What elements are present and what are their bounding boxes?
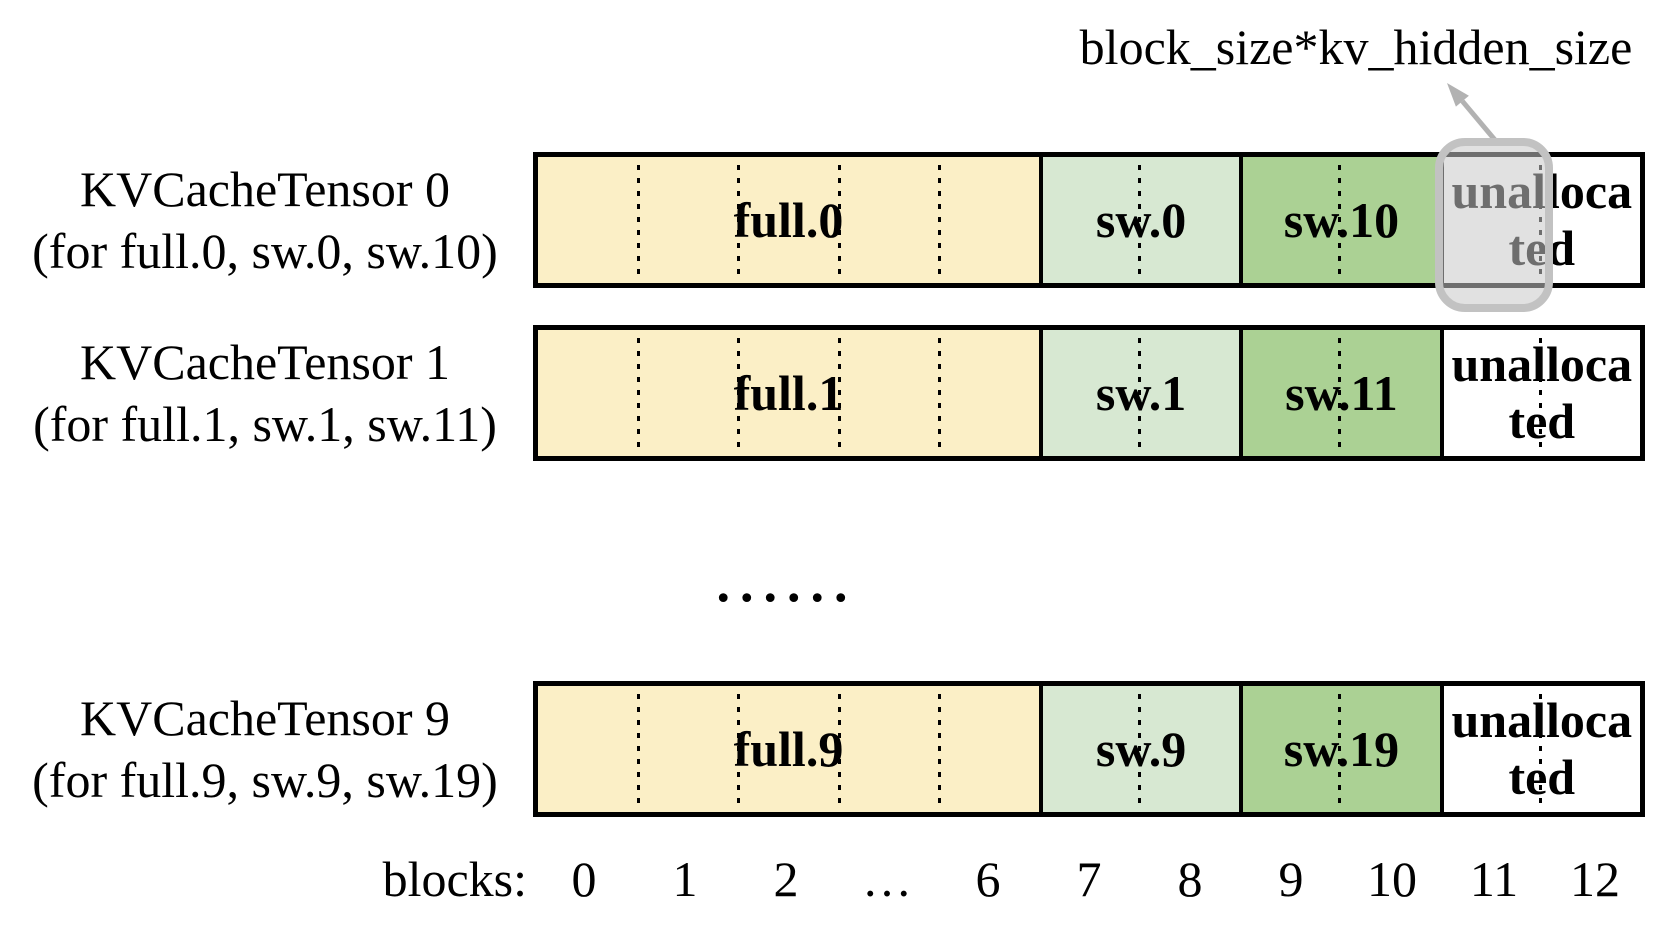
segment-label: unallocated [1451,692,1633,805]
segment-full: full.0 [538,157,1039,283]
axis-tick: 11 [1469,851,1519,907]
axis-tick: 6 [975,851,1001,907]
kv-cache-tensor-bar-9: full.9 sw.9 sw.19 unallocated [533,681,1645,817]
axis-tick: 10 [1367,851,1417,907]
axis-tick: 2 [773,851,799,907]
row-subtitle: (for full.9, sw.9, sw.19) [32,752,498,808]
axis-tick: … [862,851,912,907]
segment-sliding-window-light: sw.0 [1038,157,1240,283]
segment-sliding-window-dark: sw.11 [1239,330,1440,456]
blocks-axis-label: blocks: [382,851,527,907]
segment-label: unallocated [1451,336,1633,449]
segment-sliding-window-light: sw.1 [1038,330,1240,456]
segment-sliding-window-dark: sw.10 [1239,157,1440,283]
axis-tick: 1 [672,851,698,907]
segment-full: full.1 [538,330,1039,456]
row-subtitle: (for full.0, sw.0, sw.10) [32,223,498,279]
segment-label: sw.11 [1285,364,1398,421]
segment-label: sw.9 [1095,720,1187,777]
row-label-tensor-0: KVCacheTensor 0 (for full.0, sw.0, sw.10… [10,152,520,288]
axis-tick: 9 [1278,851,1304,907]
segment-unallocated: unallocated [1439,330,1640,456]
row-title: KVCacheTensor 1 [80,334,450,390]
axis-tick: 12 [1570,851,1620,907]
highlighted-block-outline [1435,138,1553,312]
segment-sliding-window-light: sw.9 [1038,686,1240,812]
segment-label: sw.0 [1095,191,1187,248]
row-label-tensor-9: KVCacheTensor 9 (for full.9, sw.9, sw.19… [10,681,520,817]
axis-tick: 0 [571,851,597,907]
segment-label: sw.19 [1283,720,1400,777]
block-size-annotation: block_size*kv_hidden_size [1079,19,1633,75]
segment-label: full.9 [733,720,844,777]
annotation-arrow-icon [1447,83,1497,142]
axis-tick: 8 [1177,851,1203,907]
segment-label: full.0 [733,191,844,248]
axis-tick: 7 [1076,851,1102,907]
segment-label: full.1 [733,364,844,421]
row-title: KVCacheTensor 0 [80,161,450,217]
segment-full: full.9 [538,686,1039,812]
segment-label: sw.1 [1095,364,1187,421]
segment-sliding-window-dark: sw.19 [1239,686,1440,812]
segment-label: sw.10 [1283,191,1400,248]
row-subtitle: (for full.1, sw.1, sw.11) [33,396,497,452]
kv-cache-tensor-bar-1: full.1 sw.1 sw.11 unallocated [533,325,1645,461]
row-title: KVCacheTensor 9 [80,690,450,746]
row-label-tensor-1: KVCacheTensor 1 (for full.1, sw.1, sw.11… [10,325,520,461]
segment-unallocated: unallocated [1439,686,1640,812]
rows-ellipsis: ...... [716,553,858,613]
